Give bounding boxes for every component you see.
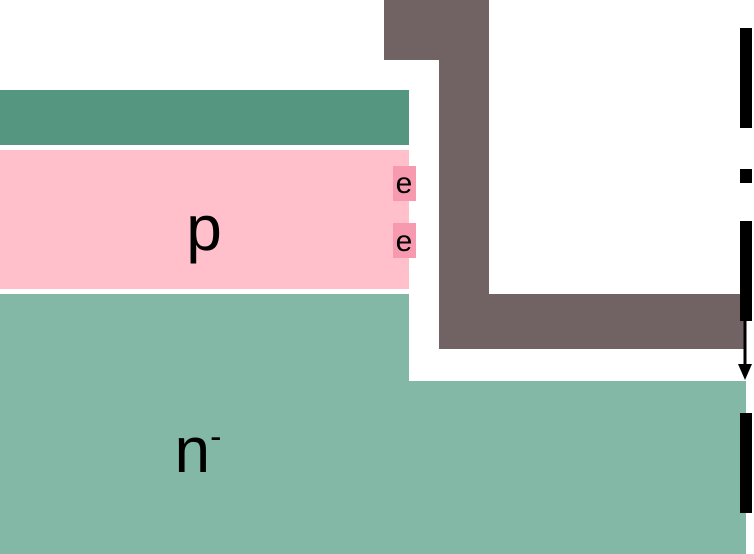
n-region-superscript: - <box>210 418 221 456</box>
p-region-label: p <box>186 192 222 264</box>
n-region-label: n- <box>175 414 222 486</box>
dash-segment <box>740 28 752 128</box>
electron-label: e <box>396 225 413 258</box>
electron-highlight <box>393 166 416 201</box>
dash-segment <box>740 413 752 513</box>
dash-segment <box>740 221 752 321</box>
dash-segment <box>740 169 752 183</box>
arrow-head <box>738 364 752 380</box>
electron-highlight <box>393 223 416 258</box>
p-region <box>0 150 409 289</box>
dashed-boundary-marker <box>738 28 752 513</box>
top-contact-layer <box>0 90 409 145</box>
electron-label: e <box>396 167 413 200</box>
gate-electrode <box>384 0 746 349</box>
n-region-letter: n <box>175 414 211 486</box>
n-drift-region <box>0 294 746 554</box>
